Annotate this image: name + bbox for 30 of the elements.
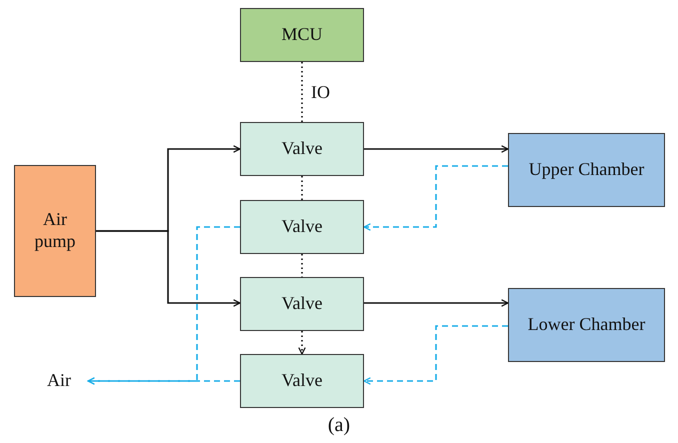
dotted-line bbox=[301, 176, 303, 200]
node-label: Valve bbox=[280, 216, 324, 238]
valve-box bbox=[240, 277, 364, 331]
node-label: Valve bbox=[280, 138, 324, 160]
node-label: Lower Chamber bbox=[526, 314, 646, 336]
dashed-arrow bbox=[363, 165, 508, 231]
node-label: Valve bbox=[280, 293, 324, 315]
node-label: MCU bbox=[280, 24, 324, 46]
dotted-line bbox=[301, 62, 303, 122]
valve-box bbox=[240, 122, 364, 176]
arrow bbox=[364, 299, 509, 307]
caption: (a) bbox=[326, 414, 352, 437]
valve-box bbox=[240, 354, 364, 408]
chamber-box bbox=[508, 288, 665, 362]
valve-box bbox=[240, 200, 364, 254]
dotted-line bbox=[298, 331, 306, 355]
arrow bbox=[364, 145, 509, 153]
node-label: Valve bbox=[280, 370, 324, 392]
edge-label: IO bbox=[311, 83, 330, 101]
dashed-arrow bbox=[87, 226, 240, 385]
controller-box bbox=[240, 8, 364, 62]
node-label: Upper Chamber bbox=[528, 159, 646, 181]
dashed-arrow bbox=[87, 377, 240, 385]
node-label: Air bbox=[46, 370, 72, 392]
dotted-line bbox=[301, 254, 303, 277]
pump-box bbox=[14, 165, 96, 297]
node-label: Air pump bbox=[33, 209, 76, 253]
chamber-box bbox=[508, 133, 665, 207]
arrow bbox=[96, 230, 241, 307]
dashed-arrow bbox=[363, 325, 508, 385]
